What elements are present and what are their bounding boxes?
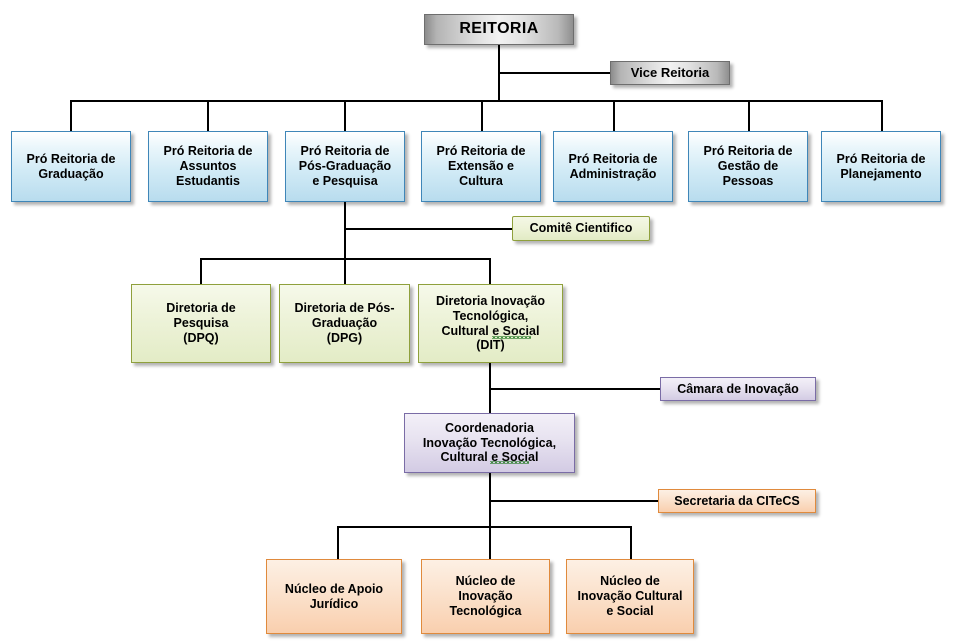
node-nucleo-apoio-juridico[interactable]: Núcleo de Apoio Jurídico <box>266 559 402 634</box>
connector-reitoria-trunk-lower <box>498 72 500 102</box>
node-diretoria-pos-graduacao[interactable]: Diretoria de Pós- Graduação (DPG) <box>279 284 410 363</box>
node-comite-cientifico[interactable]: Comitê Cientifico <box>512 216 650 241</box>
node-coordenadoria-citecs[interactable]: Coordenadoria Inovação Tecnológica, Cult… <box>404 413 575 473</box>
connector-drop-nucleo-1 <box>337 526 339 559</box>
connector-to-comite-cientifico <box>344 228 512 230</box>
connector-drop-pro-reitoria-3 <box>344 100 346 131</box>
node-pro-reitoria-administracao[interactable]: Pró Reitoria de Administração <box>553 131 673 202</box>
node-pro-reitoria-planejamento[interactable]: Pró Reitoria de Planejamento <box>821 131 941 202</box>
node-diretoria-inovacao-tecnologica[interactable]: Diretoria Inovação Tecnológica, Cultural… <box>418 284 563 363</box>
node-vice-reitoria[interactable]: Vice Reitoria <box>610 61 730 85</box>
connector-drop-pro-reitoria-4 <box>481 100 483 131</box>
connector-drop-nucleo-2 <box>489 526 491 559</box>
node-nucleo-inovacao-tecnologica[interactable]: Núcleo de Inovação Tecnológica <box>421 559 550 634</box>
connector-drop-diretoria-1 <box>200 258 202 284</box>
connector-drop-pro-reitoria-6 <box>748 100 750 131</box>
connector-drop-pro-reitoria-2 <box>207 100 209 131</box>
connector-drop-pro-reitoria-7 <box>881 100 883 131</box>
connector-pro-reitorias-bus <box>70 100 882 102</box>
connector-drop-pro-reitoria-1 <box>70 100 72 131</box>
connector-drop-diretoria-3 <box>489 258 491 284</box>
node-pro-reitoria-gestao-pessoas[interactable]: Pró Reitoria de Gestão de Pessoas <box>688 131 808 202</box>
node-camara-inovacao[interactable]: Câmara de Inovação <box>660 377 816 401</box>
node-secretaria-citecs[interactable]: Secretaria da CITeCS <box>658 489 816 513</box>
connector-to-camara-inovacao <box>489 388 660 390</box>
node-reitoria[interactable]: REITORIA <box>424 14 574 45</box>
connector-coordenadoria-trunk <box>489 473 491 526</box>
connector-to-secretaria <box>489 500 658 502</box>
node-diretoria-pesquisa[interactable]: Diretoria de Pesquisa (DPQ) <box>131 284 271 363</box>
node-pro-reitoria-graduacao[interactable]: Pró Reitoria de Graduação <box>11 131 131 202</box>
connector-drop-pro-reitoria-5 <box>613 100 615 131</box>
connector-reitoria-trunk-upper <box>498 45 500 73</box>
connector-drop-nucleo-3 <box>630 526 632 559</box>
connector-drop-diretoria-2 <box>344 258 346 284</box>
connector-nucleos-bus <box>337 526 630 528</box>
node-pro-reitoria-extensao-cultura[interactable]: Pró Reitoria de Extensão e Cultura <box>421 131 541 202</box>
node-nucleo-inovacao-cultural-social[interactable]: Núcleo de Inovação Cultural e Social <box>566 559 694 634</box>
connector-pos-graduacao-trunk <box>344 202 346 258</box>
connector-reitoria-to-vice <box>498 72 610 74</box>
node-pro-reitoria-pos-graduacao-pesquisa[interactable]: Pró Reitoria de Pós-Graduação e Pesquisa <box>285 131 405 202</box>
node-pro-reitoria-assuntos-estudantis[interactable]: Pró Reitoria de Assuntos Estudantis <box>148 131 268 202</box>
